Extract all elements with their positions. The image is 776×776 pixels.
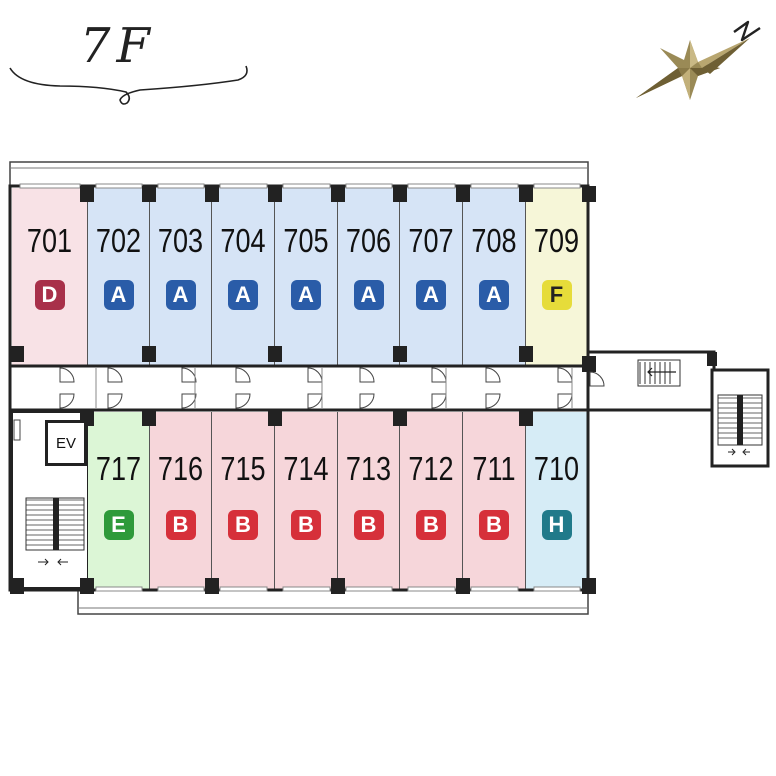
room-number: 703	[157, 222, 204, 259]
room-number: 712	[408, 450, 454, 487]
room-type-badge: B	[416, 510, 446, 540]
room-number: 702	[95, 222, 142, 259]
room-type-badge: B	[291, 510, 321, 540]
room-number: 717	[95, 450, 142, 487]
room-type-badge: A	[165, 280, 196, 310]
room-number: 704	[220, 222, 266, 259]
room-type-badge: A	[103, 280, 134, 310]
room-type-badge: A	[291, 280, 321, 310]
room-type-badge: A	[228, 280, 258, 310]
room-number: 705	[283, 222, 329, 259]
room-type-badge: A	[479, 280, 509, 310]
room-type-badge: B	[165, 510, 196, 540]
room-number: 709	[533, 222, 580, 259]
room-number: 713	[345, 450, 392, 487]
room-type-badge: H	[541, 510, 572, 540]
room-type-badge: A	[353, 280, 384, 310]
elevator-label: EV	[45, 420, 87, 466]
room-type-badge: D	[34, 280, 65, 310]
room-number: 708	[471, 222, 517, 259]
room-number: 714	[283, 450, 329, 487]
compass-star-icon	[636, 20, 761, 100]
room-type-badge: E	[103, 510, 134, 540]
room-number: 715	[220, 450, 266, 487]
room-type-badge: B	[479, 510, 509, 540]
room-number: 710	[533, 450, 580, 487]
floor-label: 7F	[80, 18, 156, 74]
room-number: 707	[408, 222, 454, 259]
room-number: 711	[472, 450, 516, 487]
room-number: 716	[157, 450, 204, 487]
room-type-badge: B	[353, 510, 384, 540]
room-type-badge: A	[416, 280, 446, 310]
compass-north-label	[733, 20, 761, 42]
room-type-badge: F	[541, 280, 572, 310]
room-number: 706	[345, 222, 392, 259]
room-type-badge: B	[228, 510, 258, 540]
room-number: 701	[26, 222, 73, 259]
